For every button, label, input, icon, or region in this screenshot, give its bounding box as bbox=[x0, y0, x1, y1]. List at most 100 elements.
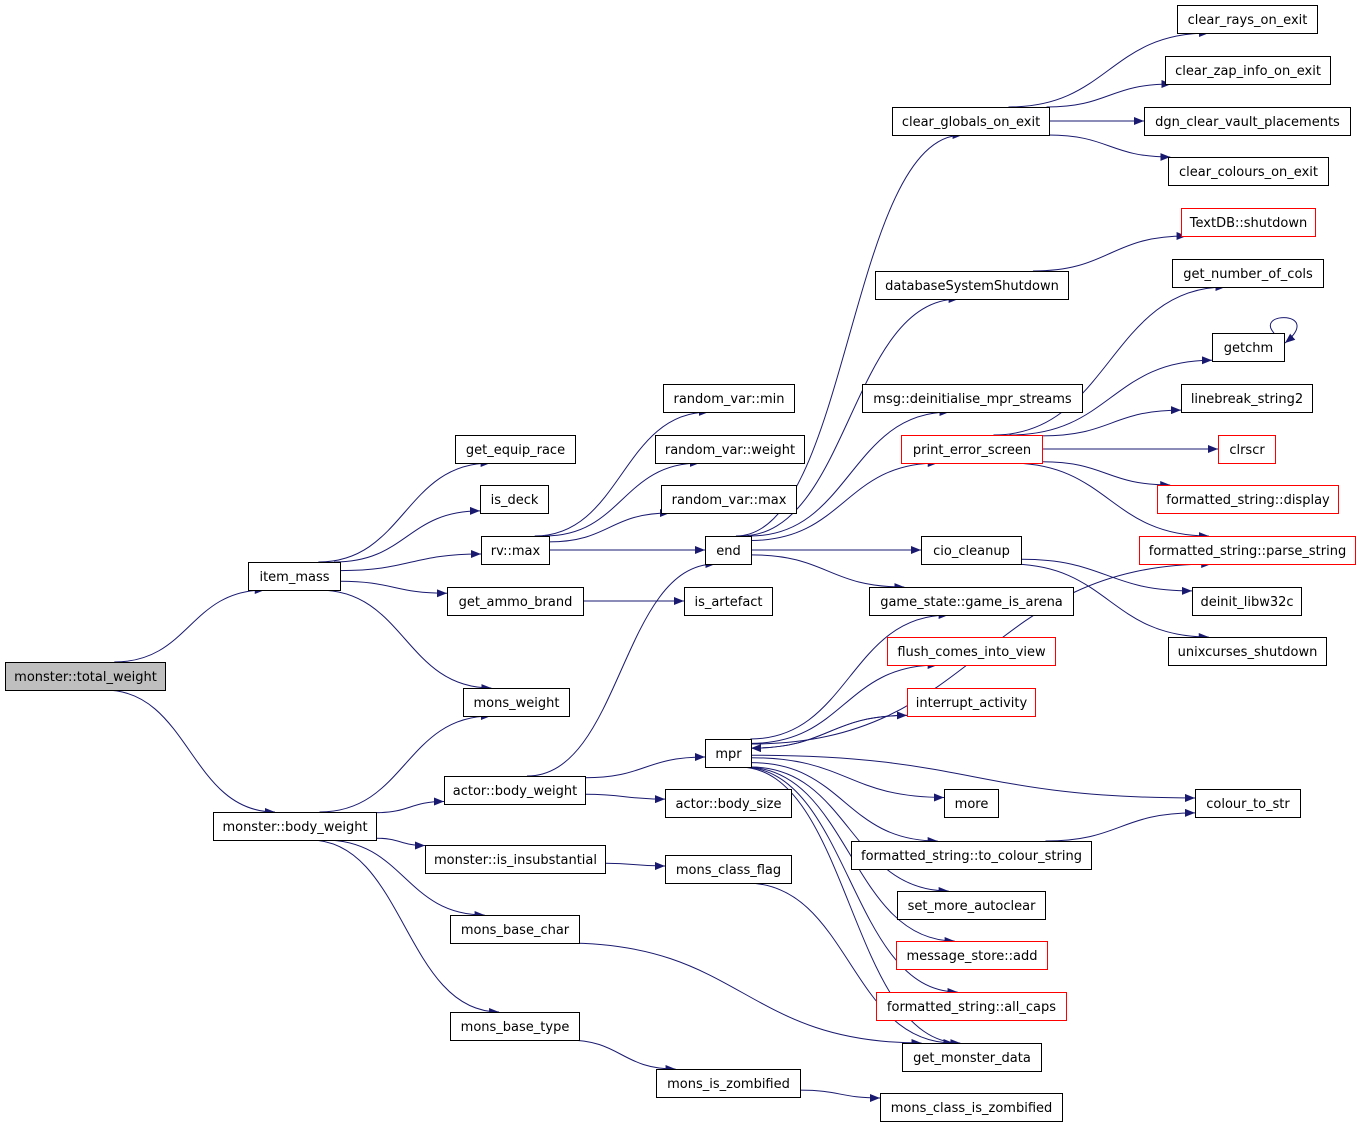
edge-line bbox=[1041, 461, 1171, 489]
node-end[interactable]: end bbox=[705, 536, 752, 565]
edge-line bbox=[750, 661, 938, 744]
node-label: mons_is_zombified bbox=[667, 1077, 790, 1092]
edge-getchm-to-getchm bbox=[1269, 317, 1298, 344]
node-label: get_number_of_cols bbox=[1183, 267, 1313, 282]
edge-actor-body-weight-to-actor-body-size bbox=[584, 793, 666, 804]
node-box bbox=[463, 688, 570, 717]
node-mons-is-zombified[interactable]: mons_is_zombified bbox=[656, 1069, 801, 1098]
edge-rv-max-to-random-var-min bbox=[534, 408, 709, 537]
node-formatted-string-all-caps[interactable]: formatted_string::all_caps bbox=[876, 992, 1067, 1021]
node-clear-rays-on-exit[interactable]: clear_rays_on_exit bbox=[1177, 5, 1318, 34]
node-cio-cleanup[interactable]: cio_cleanup bbox=[921, 536, 1022, 565]
node-print-error-screen[interactable]: print_error_screen bbox=[901, 435, 1043, 464]
node-is-deck[interactable]: is_deck bbox=[480, 485, 549, 514]
node-unixcurses-shutdown[interactable]: unixcurses_shutdown bbox=[1168, 637, 1327, 666]
node-label: is_deck bbox=[491, 493, 539, 508]
node-label: get_ammo_brand bbox=[459, 595, 573, 610]
node-label: formatted_string::parse_string bbox=[1149, 544, 1346, 559]
edge-monster-is-insubstantial-to-mons-class-flag bbox=[604, 862, 666, 871]
edge-cio-cleanup-to-unixcurses-shutdown bbox=[1009, 563, 1209, 641]
edge-line bbox=[548, 509, 670, 543]
node-label: mons_class_flag bbox=[676, 863, 781, 878]
node-get-number-of-cols[interactable]: get_number_of_cols bbox=[1172, 259, 1324, 288]
edge-mpr-to-flush-comes-into-view bbox=[750, 661, 938, 744]
node-random-var-weight[interactable]: random_var::weight bbox=[655, 435, 805, 464]
node-formatted-string-parse-string[interactable]: formatted_string::parse_string bbox=[1139, 536, 1356, 565]
edge-line bbox=[741, 766, 958, 996]
node-label: formatted_string::display bbox=[1166, 493, 1330, 508]
node-label: is_artefact bbox=[694, 595, 762, 610]
node-clear-globals-on-exit[interactable]: clear_globals_on_exit bbox=[892, 107, 1050, 136]
node-deinit-libw32c[interactable]: deinit_libw32c bbox=[1192, 587, 1302, 616]
node-box bbox=[1192, 587, 1302, 616]
node-box bbox=[481, 536, 550, 565]
node-more[interactable]: more bbox=[944, 789, 999, 818]
edge-line bbox=[564, 942, 922, 1047]
edge-item-mass-to-is-deck bbox=[333, 506, 481, 563]
node-game-state-game-is-arena[interactable]: game_state::game_is_arena bbox=[869, 587, 1074, 616]
node-mons-class-is-zombified[interactable]: mons_class_is_zombified bbox=[880, 1093, 1063, 1122]
edge-line bbox=[1048, 134, 1171, 161]
edge-line bbox=[1041, 406, 1182, 437]
edge-line bbox=[750, 714, 908, 753]
node-monster-total-weight[interactable]: monster::total_weight bbox=[5, 662, 166, 691]
edge-end-to-databaseSystemShutdown bbox=[740, 295, 959, 537]
edge-mons-class-flag-to-get-monster-data bbox=[746, 882, 954, 1047]
edge-line bbox=[740, 295, 959, 537]
node-mons-weight[interactable]: mons_weight bbox=[463, 688, 570, 717]
node-random-var-min[interactable]: random_var::min bbox=[663, 384, 795, 413]
node-label: clear_colours_on_exit bbox=[1179, 165, 1318, 180]
node-actor-body-size[interactable]: actor::body_size bbox=[665, 789, 792, 818]
edge-mpr-to-set-more-autoclear bbox=[750, 766, 949, 895]
node-actor-body-weight[interactable]: actor::body_weight bbox=[444, 776, 586, 805]
edge-line bbox=[799, 1089, 881, 1103]
node-msg-deinitialise-mpr-streams[interactable]: msg::deinitialise_mpr_streams bbox=[862, 384, 1083, 413]
node-label: cio_cleanup bbox=[933, 544, 1010, 559]
node-linebreak-string2[interactable]: linebreak_string2 bbox=[1181, 384, 1313, 413]
node-item-mass[interactable]: item_mass bbox=[248, 562, 341, 591]
edge-cio-cleanup-to-deinit-libw32c bbox=[1020, 558, 1193, 595]
node-get-equip-race[interactable]: get_equip_race bbox=[455, 435, 576, 464]
node-flush-comes-into-view[interactable]: flush_comes_into_view bbox=[887, 637, 1056, 666]
node-interrupt-activity[interactable]: interrupt_activity bbox=[907, 688, 1036, 717]
node-label: monster::body_weight bbox=[222, 820, 367, 835]
edge-line bbox=[526, 560, 716, 777]
node-random-var-max[interactable]: random_var::max bbox=[661, 485, 797, 514]
node-message-store-add[interactable]: message_store::add bbox=[896, 941, 1048, 970]
node-mons-base-type[interactable]: mons_base_type bbox=[450, 1012, 580, 1041]
node-box bbox=[661, 485, 797, 514]
node-dgn-clear-vault-placements[interactable]: dgn_clear_vault_placements bbox=[1144, 107, 1351, 136]
edge-rv-max-to-random-var-max bbox=[548, 509, 670, 543]
edge-print-error-screen-to-get-number-of-cols bbox=[993, 283, 1226, 436]
node-label: linebreak_string2 bbox=[1191, 392, 1303, 407]
edge-mpr-to-more bbox=[750, 757, 945, 802]
node-rv-max[interactable]: rv::max bbox=[481, 536, 550, 565]
node-clrscr[interactable]: clrscr bbox=[1218, 435, 1276, 464]
node-mpr[interactable]: mpr bbox=[705, 739, 752, 768]
node-formatted-string-display[interactable]: formatted_string::display bbox=[1157, 485, 1339, 514]
node-getchm[interactable]: getchm bbox=[1212, 333, 1285, 362]
node-formatted-string-to-colour-string[interactable]: formatted_string::to_colour_string bbox=[851, 841, 1092, 870]
node-get-monster-data[interactable]: get_monster_data bbox=[902, 1043, 1042, 1072]
edge-monster-body-weight-to-mons-weight bbox=[319, 712, 491, 813]
node-label: game_state::game_is_arena bbox=[880, 595, 1063, 610]
node-mons-base-char[interactable]: mons_base_char bbox=[450, 915, 580, 944]
edge-clear-globals-on-exit-to-clear-rays-on-exit bbox=[1008, 29, 1210, 108]
node-colour-to-str[interactable]: colour_to_str bbox=[1195, 789, 1301, 818]
edge-mons-is-zombified-to-mons-class-is-zombified bbox=[799, 1089, 881, 1103]
node-monster-body-weight[interactable]: monster::body_weight bbox=[213, 812, 377, 841]
edge-line bbox=[750, 408, 950, 537]
node-textdb-shutdown[interactable]: TextDB::shutdown bbox=[1181, 208, 1316, 237]
node-set-more-autoclear[interactable]: set_more_autoclear bbox=[897, 891, 1046, 920]
node-label: random_var::max bbox=[672, 493, 787, 508]
node-box bbox=[880, 1093, 1063, 1122]
node-databaseSystemShutdown[interactable]: databaseSystemShutdown bbox=[875, 271, 1069, 300]
node-label: mons_weight bbox=[474, 696, 560, 711]
node-monster-is-insubstantial[interactable]: monster::is_insubstantial bbox=[425, 845, 606, 874]
node-clear-colours-on-exit[interactable]: clear_colours_on_exit bbox=[1168, 157, 1329, 186]
node-is-artefact[interactable]: is_artefact bbox=[684, 587, 773, 616]
node-get-ammo-brand[interactable]: get_ammo_brand bbox=[447, 587, 584, 616]
edge-line bbox=[1009, 462, 1209, 540]
node-mons-class-flag[interactable]: mons_class_flag bbox=[665, 855, 792, 884]
node-clear-zap-info-on-exit[interactable]: clear_zap_info_on_exit bbox=[1165, 56, 1331, 85]
